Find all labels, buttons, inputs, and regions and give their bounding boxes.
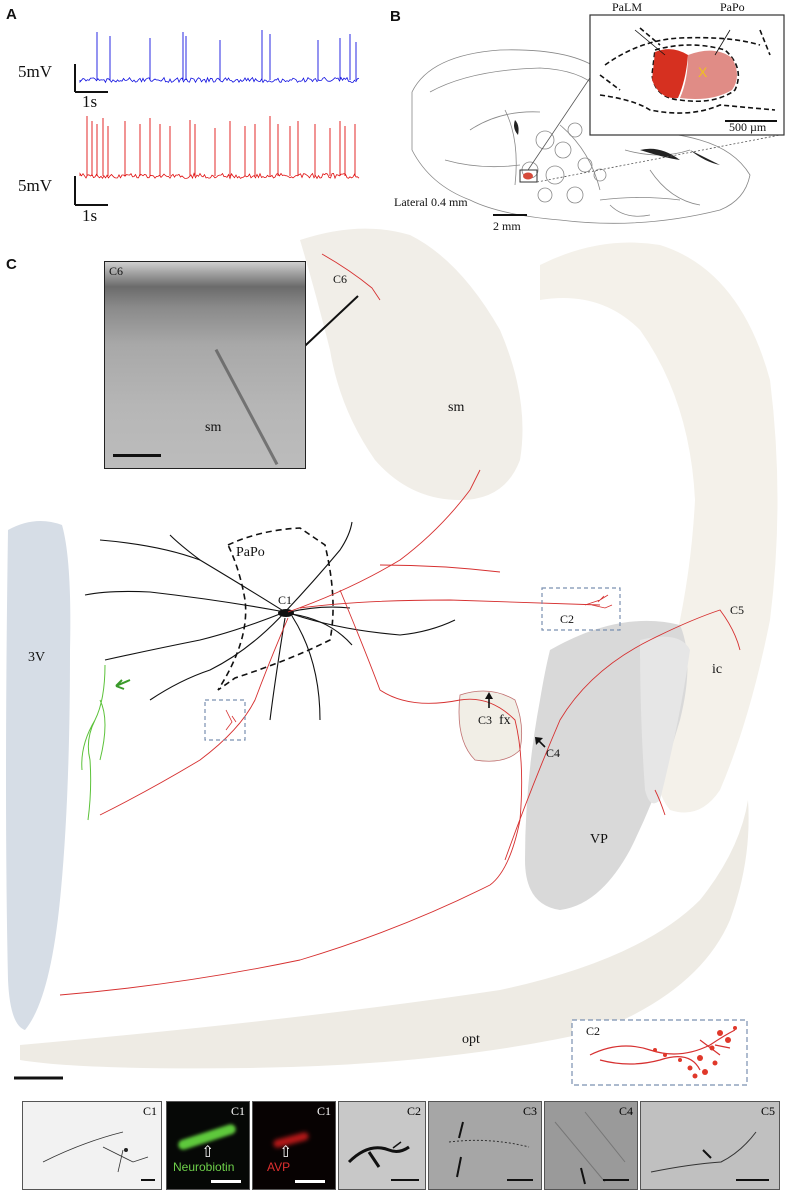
c6-inset-label: C6 [109,264,124,278]
green-branch [81,664,106,821]
label-c4: C4 [546,746,561,760]
thumb-3-label: C1 [316,1104,331,1118]
c2-enlarged-label: C2 [586,1024,601,1038]
vp-region [525,620,688,910]
thumb-3-caption: AVP [267,1160,291,1174]
thumb-c3: C3 [428,1101,542,1190]
thumb-3-scale [295,1180,325,1183]
thumb-6-label: C4 [618,1104,633,1118]
atlas-roi-box [519,169,538,183]
label-sm: sm [448,400,465,415]
thumb-5-label: C3 [522,1104,537,1118]
soma-c1 [278,609,294,617]
c6-scale-bar [113,454,161,457]
trace2-scale-mv: 5mV [18,176,52,195]
panel-c-letter: C [6,256,17,273]
third-ventricle-region [6,521,71,1030]
thumb-2-label: C1 [230,1104,245,1118]
label-fx: fx [499,713,511,728]
trace1-scale-s: 1s [82,92,98,111]
thumb-4-label: C2 [406,1104,421,1118]
thumb-c1-bright: C1 [22,1101,162,1190]
thumb-c5: C5 [640,1101,780,1190]
dendrites [84,521,456,721]
panel-b-letter: B [390,8,401,25]
thumb-c1-avp: ⇧ C1 AVP [252,1101,336,1190]
thumb-1-label: C1 [142,1104,157,1118]
sm-region [300,228,523,501]
atlas-scale-label: 2 mm [493,219,521,233]
inset-palm-label: PaLM [612,0,642,14]
c6-inset-region: sm [205,420,222,435]
ic-region [540,242,778,813]
thumb-c4: C4 [544,1101,638,1190]
thumb-2-caption: Neurobiotin [173,1160,235,1174]
green-arrow [115,679,131,690]
thumb-7-label: C5 [760,1104,775,1118]
label-papo: PaPo [236,545,265,560]
thumb-c2: C2 [338,1101,426,1190]
label-vp: VP [590,832,608,847]
c1-local-box [204,699,246,741]
label-c6: C6 [333,272,348,286]
label-ic: ic [712,662,723,677]
inset-papo-label: PaPo [720,0,745,14]
trace2-scale-s: 1s [82,206,98,225]
red-voltage-trace [79,116,360,180]
papo-inset-box [589,14,785,136]
inset-scale-label: 500 µm [729,120,767,134]
thumb-2-scale [211,1180,241,1183]
inset-x-mark: X [698,64,708,80]
label-c1: C1 [278,593,293,607]
panel-a-letter: A [6,6,17,23]
label-opt: opt [462,1032,480,1047]
c2-dashed-box [541,587,621,631]
label-c3: C3 [478,713,493,727]
label-3v: 3V [28,650,46,665]
trace1-scale-mv: 5mV [18,62,52,81]
blue-voltage-trace [79,30,360,84]
label-c2: C2 [560,612,575,626]
c6-micrograph: C6 sm [104,261,306,469]
opt-region [20,800,749,1069]
label-c5: C5 [730,603,745,617]
thumb-c1-neurobiotin: ⇧ C1 Neurobiotin [166,1101,250,1190]
lateral-label: Lateral 0.4 mm [394,195,468,209]
